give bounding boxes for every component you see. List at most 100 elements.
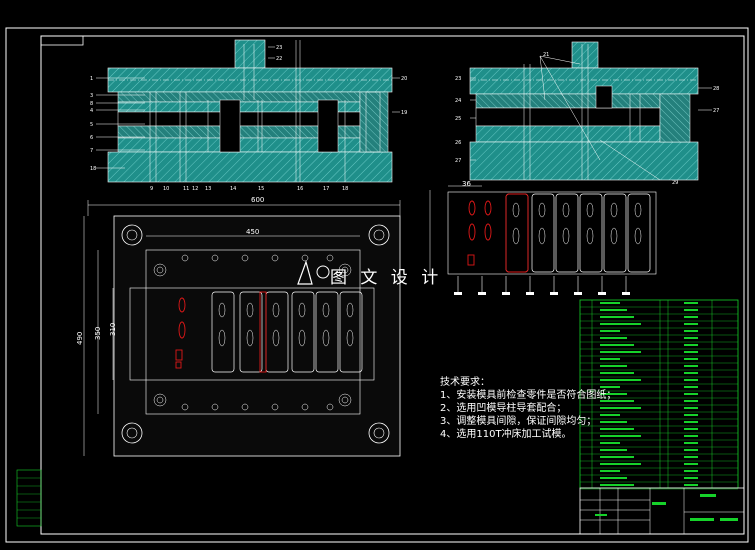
table-cell-text <box>600 414 620 416</box>
watermark-logo <box>297 260 330 285</box>
svg-text:9: 9 <box>150 186 153 192</box>
svg-text:17: 17 <box>323 186 329 192</box>
svg-text:19: 19 <box>401 110 407 116</box>
table-cell-text <box>684 323 698 325</box>
table-cell-text <box>684 456 698 458</box>
svg-text:25: 25 <box>455 116 461 122</box>
svg-text:28: 28 <box>713 86 719 92</box>
strip-layout <box>429 185 657 295</box>
table-cell-text <box>600 477 627 479</box>
svg-text:6: 6 <box>90 135 93 141</box>
table-cell-text <box>684 477 698 479</box>
table-cell-text <box>600 358 620 360</box>
svg-text:27: 27 <box>713 108 719 114</box>
table-cell-text <box>684 400 698 402</box>
watermark-text: 图 文 设 计 <box>330 268 443 288</box>
svg-text:18: 18 <box>90 166 96 172</box>
table-cell-text <box>600 302 620 304</box>
dim-inner-width: 450 <box>246 228 260 236</box>
svg-text:7: 7 <box>90 148 93 154</box>
table-cell-text <box>600 428 634 430</box>
table-cell-text <box>600 323 641 325</box>
table-cell-text <box>600 351 641 353</box>
revision-strip <box>16 469 42 527</box>
table-cell-text <box>600 442 620 444</box>
table-cell-text <box>600 379 641 381</box>
svg-text:13: 13 <box>205 186 211 192</box>
svg-text:16: 16 <box>297 186 303 192</box>
svg-text:23: 23 <box>455 76 461 82</box>
table-cell-text <box>684 463 698 465</box>
table-cell-text <box>600 456 634 458</box>
svg-text:3: 3 <box>90 93 93 99</box>
table-cell-text <box>684 302 698 304</box>
svg-text:4: 4 <box>90 108 93 114</box>
table-cell-text <box>600 330 620 332</box>
svg-text:10: 10 <box>163 186 169 192</box>
svg-text:27: 27 <box>455 158 461 164</box>
svg-text:26: 26 <box>455 140 461 146</box>
technical-note: 3、调整模具间隙，保证间隙均匀； <box>440 416 597 427</box>
table-cell-text <box>600 400 634 402</box>
technical-note: 4、选用110T冲床加工试模。 <box>440 429 572 440</box>
table-cell-text <box>684 337 698 339</box>
svg-text:21: 21 <box>543 52 549 58</box>
svg-text:8: 8 <box>90 101 93 107</box>
svg-text:5: 5 <box>90 122 93 128</box>
dim-overall-height: 490 <box>76 331 84 345</box>
table-cell-text <box>600 463 641 465</box>
table-cell-text <box>600 393 627 395</box>
table-cell-text <box>684 414 698 416</box>
table-cell-text <box>684 393 698 395</box>
corner-tag <box>40 35 84 46</box>
svg-text:20: 20 <box>401 76 407 82</box>
table-cell-text <box>684 372 698 374</box>
table-cell-text <box>684 435 698 437</box>
table-cell-text <box>684 421 698 423</box>
svg-text:18: 18 <box>342 186 348 192</box>
table-cell-text <box>600 407 641 409</box>
svg-text:12: 12 <box>192 186 198 192</box>
table-cell-text <box>684 344 698 346</box>
table-cell-text <box>600 386 620 388</box>
table-cell-text <box>684 484 698 486</box>
svg-text:1: 1 <box>90 76 93 82</box>
table-cell-text <box>684 330 698 332</box>
table-cell-text <box>600 470 620 472</box>
dim-strip-width: 36 <box>462 180 471 188</box>
table-cell-text <box>684 351 698 353</box>
table-cell-text <box>684 386 698 388</box>
dim-overall-width: 600 <box>251 196 265 204</box>
table-cell-text <box>684 428 698 430</box>
side-section-view: 23 24 25 26 27 21 28 27 29 <box>455 41 719 186</box>
svg-text:24: 24 <box>455 98 461 104</box>
table-cell-text <box>684 365 698 367</box>
technical-notes-title: 技术要求： <box>440 377 490 388</box>
table-cell-text <box>684 379 698 381</box>
table-cell-text <box>600 421 627 423</box>
table-cell-text <box>684 470 698 472</box>
table-cell-text <box>600 316 634 318</box>
svg-text:22: 22 <box>276 56 282 62</box>
table-cell-text <box>600 484 634 486</box>
outer-frame <box>5 27 749 543</box>
svg-text:29: 29 <box>672 180 678 186</box>
inner-frame <box>40 35 745 535</box>
technical-note: 2、选用凹模导柱导套配合； <box>440 403 567 414</box>
title-block <box>579 487 745 535</box>
table-cell-text <box>600 372 634 374</box>
die-plan-view <box>83 200 401 457</box>
table-cell-text <box>600 344 634 346</box>
technical-note: 1、安装模具前检查零件是否符合图纸； <box>440 390 617 401</box>
dim-inner-height: 350 <box>94 326 102 340</box>
dim-mid-height: 310 <box>109 322 117 336</box>
table-cell-text <box>684 442 698 444</box>
table-cell-text <box>600 337 627 339</box>
table-cell-text <box>684 316 698 318</box>
svg-text:14: 14 <box>230 186 236 192</box>
table-cell-text <box>684 309 698 311</box>
technical-notes: 技术要求： 1、安装模具前检查零件是否符合图纸； 2、选用凹模导柱导套配合； 3… <box>440 376 616 441</box>
table-cell-text <box>684 449 698 451</box>
